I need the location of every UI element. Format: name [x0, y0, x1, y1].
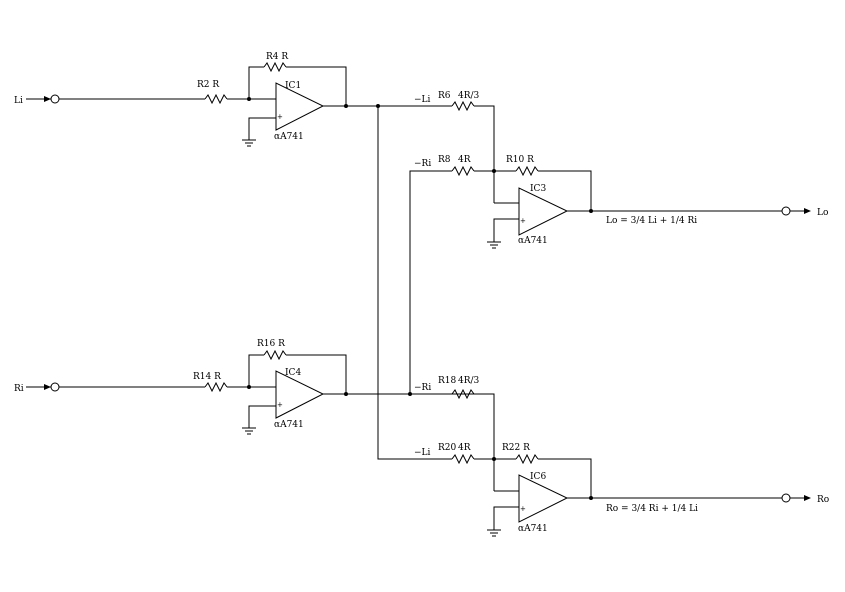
opamp-ic4: [275, 370, 325, 419]
opamp-ic1-part: αA741: [274, 132, 304, 142]
resistor-r16-label: R16 R: [257, 339, 285, 349]
wire: [286, 354, 347, 394]
resistor-r8-value: 4R: [458, 155, 471, 165]
mixer-ro-stage: −Ri R18 4R/3 −Li R20 4R R22 R IC6 αA741 …: [414, 376, 829, 537]
resistor-r8-label: R8: [438, 155, 451, 165]
ground-symbol: [242, 427, 256, 435]
input-li-stage: Li R2 R R4 R IC1 αA741 +: [14, 52, 380, 147]
wire: [248, 66, 264, 99]
plus-input-mark: +: [520, 505, 526, 513]
neg-li-bus: [377, 106, 452, 460]
resistor-r18-value: 4R/3: [458, 376, 480, 386]
junction: [589, 209, 593, 213]
opamp-ic4-part: αA741: [274, 420, 304, 430]
wire: [538, 170, 592, 211]
input-ri-label: Ri: [14, 384, 24, 394]
wire: [538, 458, 592, 498]
input-ri-stage: Ri R14 R R16 R IC4 αA741 +: [14, 339, 494, 435]
resistor-r2: [204, 93, 228, 105]
junction: [344, 392, 348, 396]
opamp-ic6-name: IC6: [530, 472, 546, 482]
ground-symbol: [487, 529, 501, 537]
formula-lo: Lo = 3/4 Li + 1/4 Ri: [606, 216, 697, 226]
input-li-arrowhead: [44, 96, 51, 102]
wire: [493, 506, 519, 530]
output-ro-label: Ro: [817, 495, 829, 505]
ground-symbol: [487, 241, 501, 249]
formula-ro: Ro = 3/4 Ri + 1/4 Li: [606, 504, 698, 514]
resistor-r14-label: R14 R: [193, 372, 221, 382]
wire: [474, 393, 495, 491]
resistor-r20-label: R20: [438, 443, 457, 453]
opamp-ic3-part: αA741: [518, 236, 548, 246]
input-ri-arrowhead: [44, 384, 51, 390]
junction: [589, 496, 593, 500]
wire: [248, 117, 276, 140]
plus-input-mark: +: [277, 401, 283, 409]
input-li-label: Li: [14, 96, 23, 106]
wire: [248, 354, 264, 387]
wire: [474, 105, 495, 203]
opamp-ic3: [518, 187, 569, 236]
output-ro-arrowhead: [804, 495, 811, 501]
resistor-r6: [451, 100, 475, 112]
resistor-r2-label: R2 R: [197, 80, 219, 90]
resistor-r22: [515, 453, 539, 465]
wire: [286, 66, 347, 106]
opamp-ic3-name: IC3: [530, 184, 546, 194]
resistor-r16: [263, 349, 287, 361]
junction: [492, 457, 496, 461]
plus-input-mark: +: [520, 217, 526, 225]
output-ro-terminal[interactable]: [781, 493, 791, 503]
resistor-r18-label: R18: [438, 376, 457, 386]
resistor-r4-label: R4 R: [266, 52, 288, 62]
resistor-r20: [451, 453, 475, 465]
resistor-r14: [204, 381, 228, 393]
net-neg-ri-top: −Ri: [414, 159, 431, 169]
neg-ri-bus: [409, 170, 452, 394]
opamp-ic6: [518, 474, 569, 523]
resistor-r10: [515, 165, 539, 177]
output-lo-terminal[interactable]: [781, 206, 791, 216]
cross-buses: [377, 105, 452, 460]
resistor-r22-label: R22 R: [502, 443, 530, 453]
net-neg-li-top: −Li: [414, 95, 431, 105]
output-lo-arrowhead: [804, 208, 811, 214]
resistor-r4: [263, 61, 287, 73]
wire: [493, 218, 519, 242]
junction: [492, 169, 496, 173]
ground-symbol: [242, 139, 256, 147]
plus-input-mark: +: [277, 113, 283, 121]
resistor-r10-label: R10 R: [506, 155, 534, 165]
opamp-ic6-part: αA741: [518, 524, 548, 534]
input-li-terminal[interactable]: [50, 94, 60, 104]
net-neg-ri-bottom: −Ri: [414, 383, 431, 393]
opamp-ic1-name: IC1: [285, 81, 301, 91]
resistor-r20-value: 4R: [458, 443, 471, 453]
output-lo-label: Lo: [817, 208, 828, 218]
resistor-r18: [451, 388, 475, 400]
resistor-r8: [451, 165, 475, 177]
resistor-r6-label: R6: [438, 91, 451, 101]
mixer-lo-stage: −Li R6 4R/3 −Ri R8 4R R10 R IC3 αA741 + …: [414, 91, 828, 249]
resistor-r6-value: 4R/3: [458, 91, 480, 101]
opamp-ic4-name: IC4: [285, 368, 301, 378]
opamp-ic1: [275, 82, 325, 131]
net-neg-li-bottom: −Li: [414, 448, 431, 458]
wire: [248, 405, 276, 428]
input-ri-terminal[interactable]: [50, 382, 60, 392]
junction: [344, 104, 348, 108]
